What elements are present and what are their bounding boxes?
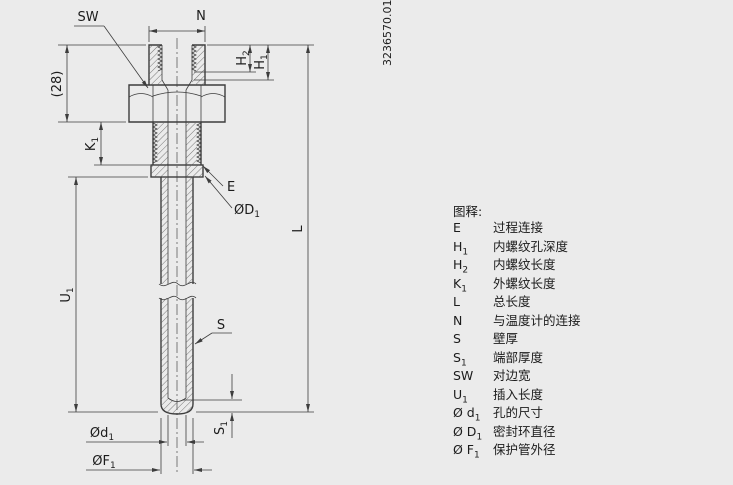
- legend-item: K1 外螺纹长度: [453, 276, 581, 295]
- legend-item: U1 插入长度: [453, 387, 581, 406]
- dimension-labels: SW N H2 H1 (28) K1 E ØD1 L U1 S Ød1 S1 Ø…: [50, 0, 394, 471]
- dim-label-u1: U1: [59, 287, 76, 302]
- legend-description: 插入长度: [493, 386, 544, 402]
- legend-item: E 过程连接: [453, 220, 581, 239]
- drawing-number: 3236570.01: [381, 0, 394, 66]
- dim-label-k1: K1: [84, 137, 101, 151]
- legend-symbol: E: [453, 220, 461, 235]
- legend-item: L 总长度: [453, 294, 581, 313]
- legend-symbol: K1: [453, 275, 467, 294]
- dim-label-s1: S1: [213, 421, 230, 435]
- dim-label-e: E: [227, 180, 235, 195]
- legend-description: 总长度: [493, 294, 531, 309]
- dim-label-h1: H1: [253, 54, 270, 70]
- legend-symbol: H2: [453, 257, 469, 276]
- legend-description: 对边宽: [493, 368, 531, 383]
- legend-description: 内螺纹长度: [493, 257, 556, 272]
- legend-item: Ø F1 保护管外径: [453, 442, 581, 461]
- legend-description: 与温度计的连接: [493, 312, 581, 328]
- legend-item: H2 内螺纹长度: [453, 257, 581, 276]
- legend-symbol: SW: [453, 368, 474, 383]
- legend-description: 端部厚度: [493, 349, 544, 365]
- dim-label-n: N: [196, 9, 206, 24]
- legend-description: 内螺纹孔深度: [493, 238, 569, 254]
- legend-symbol: H1: [453, 238, 469, 257]
- legend-description: 外螺纹长度: [493, 275, 556, 291]
- legend-symbol: U1: [453, 386, 468, 405]
- section-hatching: [149, 45, 205, 414]
- legend-item: S1 端部厚度: [453, 350, 581, 369]
- legend-description: 密封环直径: [493, 423, 556, 439]
- legend-item: S 壁厚: [453, 331, 581, 350]
- legend-item: H1 内螺纹孔深度: [453, 239, 581, 258]
- dim-label-h2: H2: [235, 50, 252, 66]
- legend-symbol: L: [453, 294, 460, 309]
- legend-item: SW 对边宽: [453, 368, 581, 387]
- legend-symbol: S: [453, 331, 461, 346]
- legend-title: 图释:: [453, 204, 483, 219]
- dim-label-small-d1: Ød1: [90, 426, 114, 443]
- legend-description: 孔的尺寸: [493, 405, 544, 420]
- legend-description: 过程连接: [493, 220, 544, 235]
- dim-label-big-d1: ØD1: [234, 203, 260, 220]
- legend-item: N 与温度计的连接: [453, 313, 581, 332]
- dim-label-sw: SW: [77, 10, 98, 25]
- legend-symbol: S1: [453, 349, 467, 368]
- dim-label-s: S: [217, 318, 225, 333]
- legend-symbol: N: [453, 312, 463, 328]
- legend-symbol: Ø F1: [453, 442, 480, 461]
- legend-item: Ø d1 孔的尺寸: [453, 405, 581, 424]
- dimension-lines: [58, 25, 314, 474]
- legend-symbol: Ø d1: [453, 405, 481, 424]
- dim-label-f1: ØF1: [92, 454, 115, 471]
- legend-description: 壁厚: [493, 331, 519, 346]
- legend: 图释: E 过程连接 H1 内螺纹孔深度 H2 内螺纹长度 K1 外螺纹长度 L…: [453, 204, 581, 461]
- dim-label-28: (28): [50, 71, 65, 98]
- legend-symbol: Ø D1: [453, 423, 483, 442]
- legend-description: 保护管外径: [493, 442, 556, 457]
- legend-item: Ø D1 密封环直径: [453, 424, 581, 443]
- dim-label-l: L: [291, 225, 306, 233]
